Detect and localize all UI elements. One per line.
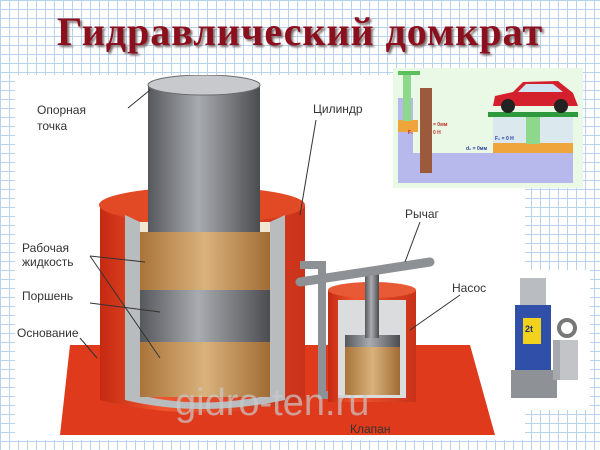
label-pump: Насос xyxy=(452,281,486,295)
car-icon xyxy=(493,81,578,113)
inset-d1: = 0мм xyxy=(433,122,448,128)
jack-capacity-badge: 2t xyxy=(525,324,533,334)
label-piston: Поршень xyxy=(22,289,73,303)
lever-handle xyxy=(295,257,435,287)
leader-lines xyxy=(79,89,461,359)
label-valve: Клапан xyxy=(350,422,390,436)
label-working-fluid: Рабочая xyxy=(22,241,69,255)
label-cylinder: Цилиндр xyxy=(313,102,363,116)
bottle-jack-image: 2t xyxy=(511,278,578,398)
working-fluid-upper xyxy=(140,232,270,290)
page-title: Гидравлический домкрат xyxy=(56,9,544,54)
label-base: Основание xyxy=(17,326,79,340)
inset-d2: d₂ = 0мм xyxy=(466,146,487,152)
piston xyxy=(140,290,270,342)
label-working-fluid-2: жидкость xyxy=(22,255,74,269)
pump-plunger xyxy=(345,335,400,347)
inset-diagram: = 0мм F₁ 0 Н d₂ = 0мм F₂ = 0 Н xyxy=(398,71,578,183)
label-support-point-2: точка xyxy=(37,119,68,133)
bottle-jack-photo: 2t xyxy=(505,270,590,410)
inset-f1: F₁ xyxy=(408,130,413,136)
label-support-point: Опорная xyxy=(37,103,86,117)
label-lever: Рычаг xyxy=(405,207,440,221)
inset-f1-value: 0 Н xyxy=(433,130,441,136)
hydraulic-press-inset: = 0мм F₁ 0 Н d₂ = 0мм F₂ = 0 Н xyxy=(393,68,583,188)
ram-rod xyxy=(148,85,260,232)
watermark: gidro-ten.ru xyxy=(175,382,369,424)
jack-cutaway: Опорная точка Цилиндр Рычаг Насос Рабоча… xyxy=(17,74,495,436)
working-fluid-lower xyxy=(140,342,270,397)
inset-f2: F₂ = 0 Н xyxy=(495,136,514,142)
